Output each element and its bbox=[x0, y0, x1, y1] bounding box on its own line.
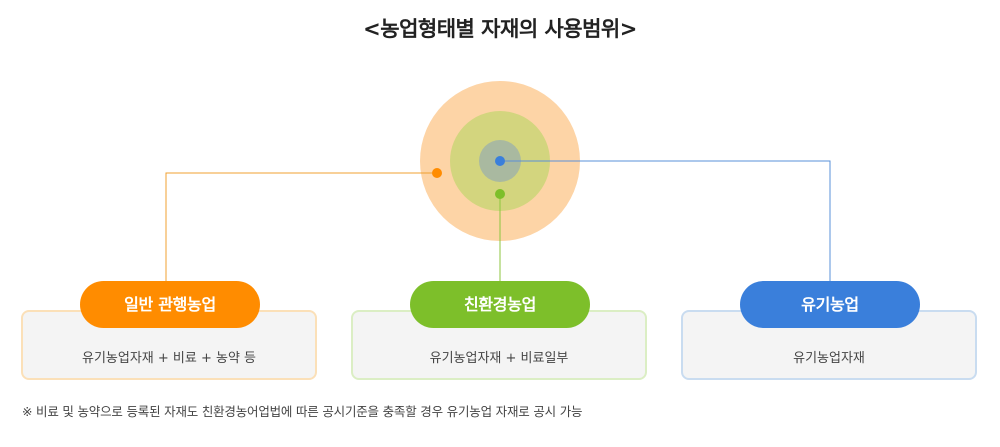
connector-conventional bbox=[165, 172, 437, 290]
marker-dot-eco-friendly bbox=[495, 189, 505, 199]
marker-dot-organic bbox=[495, 156, 505, 166]
marker-dot-conventional bbox=[432, 168, 442, 178]
footnote: ※ 비료 및 농약으로 등록된 자재도 친환경농어업법에 따른 공시기준을 충족… bbox=[22, 404, 583, 419]
diagram-title: <농업형태별 자재의 사용범위> bbox=[363, 17, 637, 41]
card-description-organic: 유기농업자재 bbox=[793, 351, 865, 366]
pill-conventional: 일반 관행농업 bbox=[80, 281, 260, 328]
card-description-conventional: 유기농업자재 + 비료 + 농약 등 bbox=[81, 351, 256, 366]
card-conventional: 유기농업자재 + 비료 + 농약 등 bbox=[21, 310, 317, 380]
card-description-eco-friendly: 유기농업자재 + 비료일부 bbox=[429, 351, 569, 366]
connector-organic bbox=[500, 160, 831, 290]
pill-organic: 유기농업 bbox=[740, 281, 920, 328]
pill-eco-friendly: 친환경농업 bbox=[410, 281, 590, 328]
